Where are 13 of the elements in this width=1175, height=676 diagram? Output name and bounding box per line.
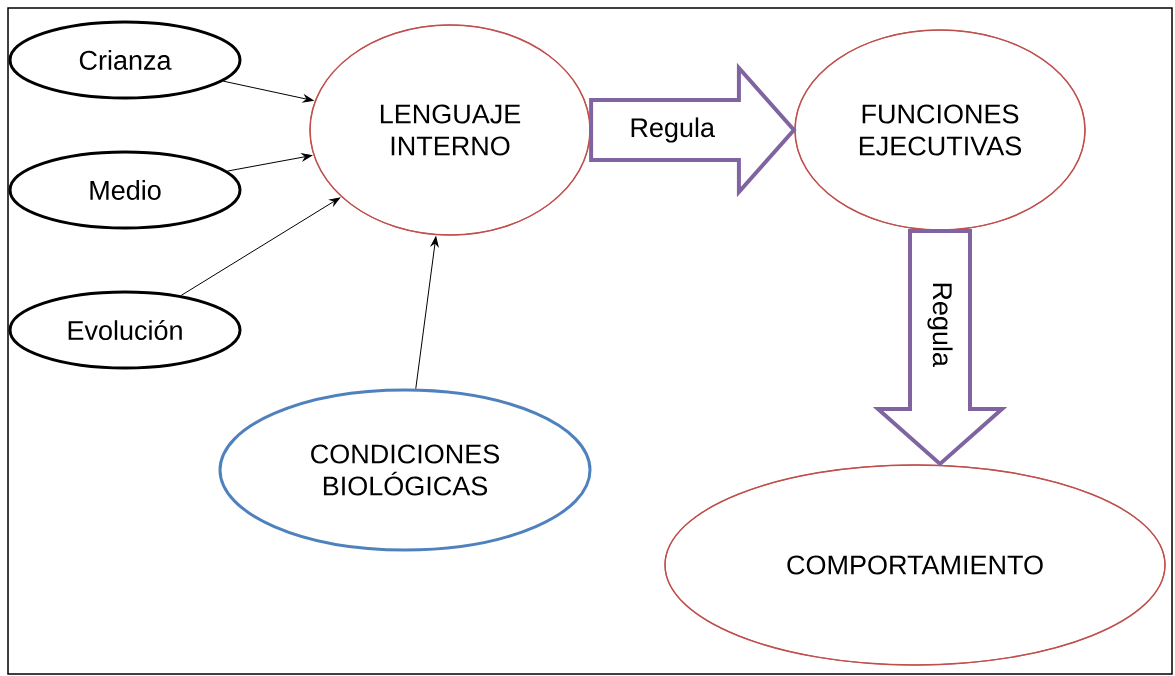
arrow	[180, 197, 341, 296]
ellipse-node: Medio	[8, 150, 242, 230]
edge-label: Regula	[628, 116, 716, 144]
arrow	[226, 153, 313, 172]
ellipse-node: Crianza	[8, 20, 242, 100]
edge-label: Regula	[926, 280, 954, 368]
arrow	[415, 236, 439, 390]
arrow	[222, 80, 314, 103]
ellipse-node: LENGUAJE INTERNO	[307, 22, 593, 238]
ellipse-node: COMPORTAMIENTO	[662, 462, 1168, 668]
ellipse-node: Evolución	[8, 290, 242, 370]
ellipse-node: CONDICIONES BIOLÓGICAS	[218, 388, 592, 552]
ellipse-node: FUNCIONES EJECUTIVAS	[792, 27, 1088, 233]
